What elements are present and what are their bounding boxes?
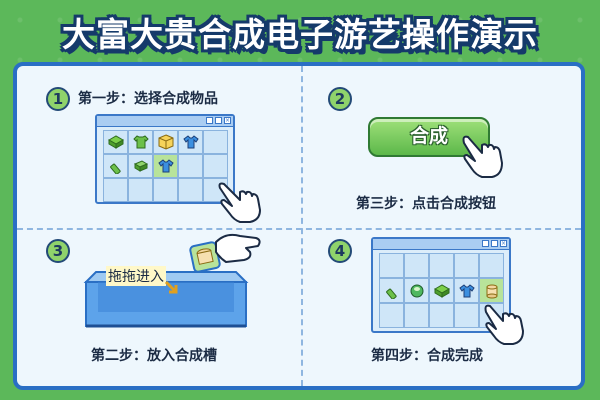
slot-empty[interactable]	[203, 130, 228, 154]
green-brick-icon	[107, 135, 124, 149]
pointing-hand-icon	[484, 304, 524, 345]
combine-slot-tray[interactable]	[82, 266, 250, 332]
slot-green-orb[interactable]	[404, 278, 429, 303]
step-2-number: 2	[328, 87, 352, 111]
yellow-cube-icon	[158, 134, 173, 150]
window-titlebar: ×	[373, 239, 509, 250]
step-1-number: 1	[46, 87, 70, 111]
green-bottle-icon	[385, 288, 397, 299]
slot-empty[interactable]	[454, 253, 479, 278]
slot-empty[interactable]	[404, 253, 429, 278]
slot-yellow-cube[interactable]	[153, 130, 178, 154]
slot-empty[interactable]	[479, 253, 504, 278]
slot-empty[interactable]	[103, 178, 128, 202]
slot-green-shirt[interactable]	[128, 130, 153, 154]
slot-green-bottle[interactable]	[103, 154, 128, 178]
inventory-grid-1	[103, 130, 228, 202]
blue-shirt-icon	[157, 159, 174, 173]
slot-empty[interactable]	[153, 178, 178, 202]
slot-blue-shirt[interactable]	[454, 278, 479, 303]
step-3-number: 3	[46, 239, 70, 263]
slot-empty[interactable]	[404, 303, 429, 328]
pointing-hand-icon	[218, 182, 261, 223]
divider-horizontal	[17, 228, 581, 230]
slot-green-book[interactable]	[128, 154, 153, 178]
green-shirt-icon	[132, 135, 149, 149]
green-orb-icon	[410, 284, 423, 297]
grabbing-hand-icon	[189, 233, 261, 273]
close-icon[interactable]: ×	[500, 240, 507, 247]
crafted-cylinder-icon	[486, 284, 497, 298]
slot-empty[interactable]	[128, 178, 153, 202]
slot-empty[interactable]	[379, 253, 404, 278]
slot-empty[interactable]	[178, 154, 203, 178]
slot-blue-shirt[interactable]	[178, 130, 203, 154]
slot-green-brick[interactable]	[429, 278, 454, 303]
step-1-caption: 第一步：选择合成物品	[78, 91, 218, 107]
slot-empty[interactable]	[429, 303, 454, 328]
inventory-window-2: ×	[371, 237, 511, 333]
pointing-hand-icon	[462, 135, 503, 178]
inventory-window-1: ×	[95, 114, 235, 204]
slot-green-brick[interactable]	[103, 130, 128, 154]
maximize-icon[interactable]	[215, 117, 222, 124]
page-title: 大富大贵合成电子游艺操作演示	[62, 15, 538, 54]
step-3-caption: 第二步：放入合成槽	[91, 348, 217, 364]
slot-empty[interactable]	[203, 154, 228, 178]
minimize-icon[interactable]	[482, 240, 489, 247]
step-4-caption: 第四步：合成完成	[371, 348, 483, 364]
slot-empty[interactable]	[454, 303, 479, 328]
slot-empty[interactable]	[178, 178, 203, 202]
slot-empty[interactable]	[429, 253, 454, 278]
blue-shirt-icon	[458, 283, 475, 297]
green-bottle-icon	[109, 163, 121, 174]
arrow-in-icon	[164, 280, 178, 294]
step-4-number: 4	[328, 239, 352, 263]
slot-green-bottle[interactable]	[379, 278, 404, 303]
maximize-icon[interactable]	[491, 240, 498, 247]
slot-result-item[interactable]	[479, 278, 504, 303]
step-2-caption: 第三步：点击合成按钮	[356, 196, 496, 212]
blue-shirt-icon	[182, 135, 199, 149]
divider-vertical	[301, 66, 303, 386]
window-titlebar: ×	[97, 116, 233, 127]
slot-empty[interactable]	[379, 303, 404, 328]
minimize-icon[interactable]	[206, 117, 213, 124]
green-brick-icon	[433, 283, 450, 298]
slot-selected-blue-shirt[interactable]	[153, 154, 178, 178]
close-icon[interactable]: ×	[224, 117, 231, 124]
drag-hint-label: 拖拖进入	[106, 266, 166, 286]
green-book-icon	[133, 160, 148, 172]
